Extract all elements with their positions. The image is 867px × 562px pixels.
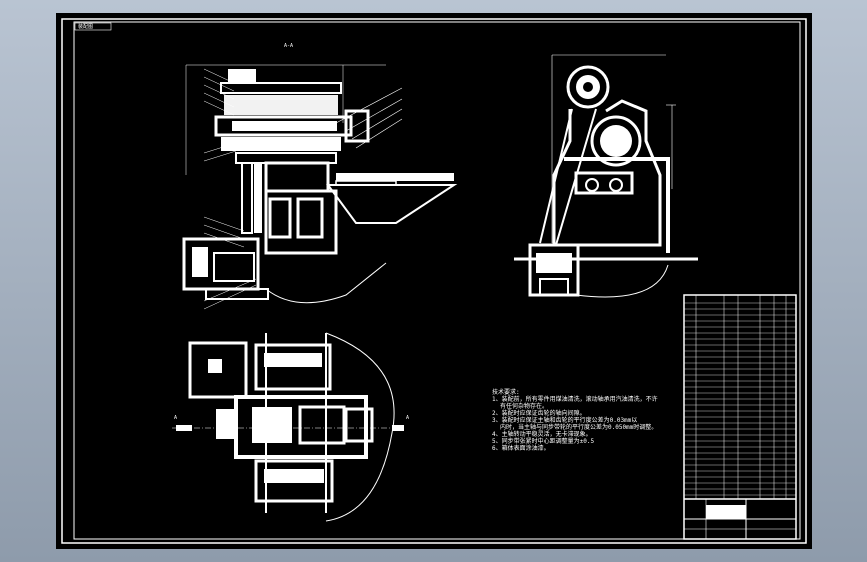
- tech-title: 技术要求:: [492, 389, 520, 396]
- parts-list-title-block: [683, 294, 797, 540]
- tech-line: 5、同步带张紧时中心距调整量为±0.5: [492, 438, 595, 445]
- technical-requirements: 技术要求: 1、装配前，所有零件用煤油清洗，滚动轴承用汽油清洗，不许 有任何杂物…: [492, 389, 658, 452]
- section-view-label: A-A: [284, 43, 294, 49]
- tech-line: 6、箱体表面涂油漆。: [492, 445, 550, 452]
- tech-line: 4、主轴转动平稳灵活，无卡滞现象。: [492, 431, 592, 438]
- outer-border: [61, 18, 807, 544]
- tech-line: 有任何杂物存在。: [500, 403, 549, 410]
- tech-line: 1、装配前，所有零件用煤油清洗，滚动轴承用汽油清洗，不许: [492, 396, 658, 403]
- parts-list-rows: [684, 295, 796, 499]
- tech-line: 2、装配时应保证齿轮的轴向间隙。: [492, 410, 586, 417]
- top-view: [172, 332, 404, 522]
- top-left-tag-box: [74, 22, 112, 31]
- section-mark-left: A: [174, 415, 178, 421]
- top-left-tag: 装配图: [78, 24, 94, 30]
- section-mark-right: A: [406, 415, 410, 421]
- cad-drawing-viewport[interactable]: 装配图 A-A A A 技术要求: 1、装配前，所有零件用煤油清洗，滚动轴承用汽…: [56, 13, 812, 549]
- front-view: [182, 64, 458, 310]
- side-view: [514, 54, 698, 298]
- inner-border: [73, 21, 801, 540]
- drawing-sheet: [61, 18, 807, 544]
- tech-line: 内时，当主轴与同步带轮的平行度公差为0.050mm时调整。: [500, 424, 658, 431]
- tech-line: 3、装配时应保证主轴和齿轮的平行度公差为0.03mm以: [492, 417, 638, 424]
